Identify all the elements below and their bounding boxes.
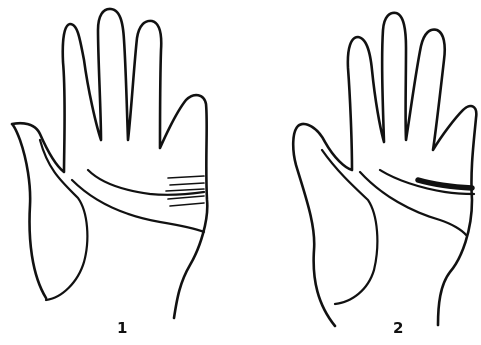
hand-2-thumb-inner (322, 150, 377, 304)
hand-2-bold-line (418, 180, 472, 188)
hand-figure-2: 2 (293, 13, 476, 337)
hand-1-head-line (72, 180, 204, 232)
hand-1-short-line-2 (170, 183, 204, 185)
hand-figure-1: 1 (12, 9, 207, 337)
hand-1-short-line-3 (166, 189, 204, 191)
hand-1-heart-line (88, 170, 204, 195)
figure-label-2: 2 (393, 319, 403, 337)
figure-label-1: 1 (117, 319, 127, 337)
hand-1-short-line-4 (168, 196, 204, 199)
hand-1-short-line-1 (168, 176, 204, 178)
hand-1-short-line-5 (170, 203, 204, 206)
hand-1-outline (12, 9, 207, 318)
hand-2-outline (293, 13, 476, 326)
